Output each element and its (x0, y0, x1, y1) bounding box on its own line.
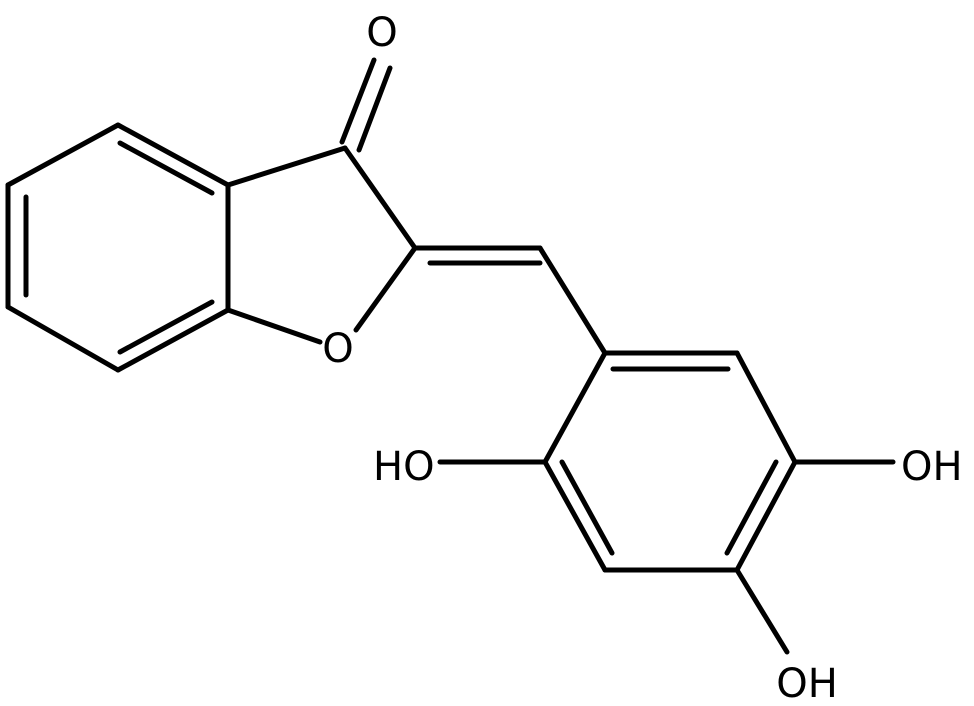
hydroxyl-left-label: HO (373, 444, 435, 490)
bond (225, 145, 348, 188)
bond (537, 245, 608, 356)
bond (342, 145, 418, 251)
bond (339, 57, 377, 145)
double-bond (356, 65, 393, 153)
phenyl-ring (542, 350, 798, 573)
bond (734, 567, 790, 655)
hydroxyl-bottom-label: OH (776, 661, 838, 706)
bond (542, 459, 608, 573)
double-bond-inner (117, 140, 215, 196)
hydroxyl-bonds (437, 459, 896, 655)
bond (734, 350, 798, 465)
exocyclic-double-bond (412, 245, 608, 356)
bond (734, 459, 798, 573)
double-bond-inner (117, 299, 215, 355)
bond (115, 122, 231, 188)
bond (115, 307, 231, 373)
carbonyl-oxygen-label: O (366, 10, 397, 56)
bond (353, 245, 418, 333)
bond (225, 307, 323, 345)
hydroxyl-right-label: OH (901, 444, 963, 490)
carbonyl-group (339, 57, 393, 153)
furanone-ring (225, 145, 418, 345)
bond (542, 350, 608, 465)
ring-oxygen-label: O (322, 326, 353, 372)
bond (5, 122, 121, 188)
benzo-ring (5, 122, 231, 373)
double-bond-inner (559, 459, 615, 556)
bond (5, 304, 121, 373)
double-bond-inner (724, 459, 779, 556)
